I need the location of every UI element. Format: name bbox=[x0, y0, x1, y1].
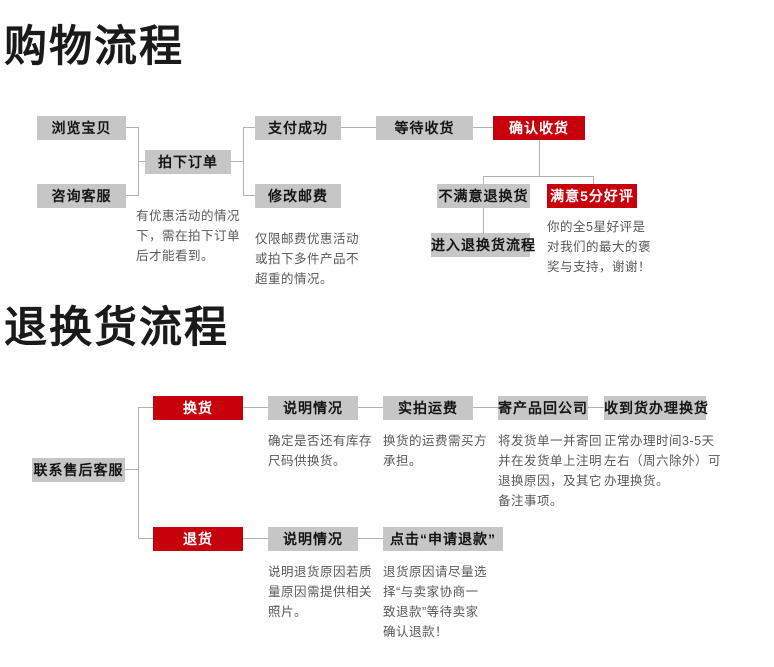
flow-node-enter-return: 进入退换货流程 bbox=[431, 233, 535, 257]
connector-line bbox=[138, 538, 153, 539]
flow-node-browse: 浏览宝贝 bbox=[37, 116, 126, 140]
note-order: 有优惠活动的情况 下，需在拍下订单 后才能看到。 bbox=[136, 209, 241, 263]
connector-line bbox=[125, 469, 138, 470]
note-postage: 仅限邮费优惠活动 或拍下多件产品不 超重的情况。 bbox=[255, 232, 360, 286]
connector-line bbox=[473, 407, 498, 408]
connector-line bbox=[126, 195, 138, 196]
flow-node-exchange-explain: 说明情况 bbox=[268, 396, 358, 420]
connector-line bbox=[243, 195, 255, 196]
note-apply-refund: 退货原因请尽量选 择“与卖家协商一 致退款”等待卖家 确认退款！ bbox=[383, 565, 488, 639]
connector-line bbox=[341, 127, 376, 128]
flow-node-modify-postage: 修改邮费 bbox=[255, 184, 341, 208]
connector-line bbox=[138, 407, 139, 539]
note-praise: 你的全5星好评是 对我们的最大的褒 奖与支持，谢谢！ bbox=[547, 220, 652, 274]
flow-node-satisfied: 满意5分好评 bbox=[547, 184, 637, 208]
flow-node-send-back: 寄产品回公司 bbox=[498, 396, 588, 420]
note-exchange-explain: 确定是否还有库存 尺码供换货。 bbox=[268, 434, 373, 468]
flow-node-exchange: 换货 bbox=[153, 396, 243, 420]
flow-node-contact-service: 联系售后客服 bbox=[32, 458, 125, 482]
note-process: 正常办理时间3-5天 左右（周六除外）可 办理换货。 bbox=[604, 434, 722, 488]
flow-node-pay: 支付成功 bbox=[255, 116, 341, 140]
section-title-shopping: 购物流程 bbox=[4, 23, 184, 71]
connector-line bbox=[483, 176, 593, 177]
connector-line bbox=[243, 127, 244, 196]
connector-line bbox=[138, 161, 145, 162]
flow-node-apply-refund: 点击“申请退款” bbox=[383, 527, 503, 551]
connector-line bbox=[483, 208, 484, 233]
connector-line bbox=[243, 127, 255, 128]
flow-node-wait-receive: 等待收货 bbox=[376, 116, 473, 140]
connector-line bbox=[483, 176, 484, 184]
flow-node-unsatisfied: 不满意退换货 bbox=[437, 184, 530, 208]
connector-line bbox=[358, 538, 383, 539]
connector-line bbox=[539, 140, 540, 177]
connector-line bbox=[593, 176, 594, 184]
connector-line bbox=[243, 407, 268, 408]
note-refund-explain: 说明退货原因若质 量原因需提供相关 照片。 bbox=[268, 565, 373, 619]
note-freight: 换货的运费需买方 承担。 bbox=[383, 434, 488, 468]
connector-line bbox=[358, 407, 383, 408]
connector-line bbox=[473, 127, 493, 128]
note-send-back: 将发货单一并寄回 并在发货单上注明 退换原因，及其它 备注事项。 bbox=[498, 434, 603, 508]
flow-node-freight: 实拍运费 bbox=[383, 396, 473, 420]
connector-line bbox=[126, 127, 138, 128]
flow-node-order: 拍下订单 bbox=[145, 150, 231, 174]
connector-line bbox=[588, 407, 604, 408]
flow-node-process-exchange: 收到货办理换货 bbox=[604, 396, 708, 420]
flow-node-consult: 咨询客服 bbox=[37, 184, 126, 208]
connector-line bbox=[231, 161, 243, 162]
flow-node-refund-explain: 说明情况 bbox=[268, 527, 358, 551]
flow-node-confirm-receive: 确认收货 bbox=[493, 116, 585, 140]
connector-line bbox=[138, 407, 153, 408]
connector-line bbox=[243, 538, 268, 539]
flow-node-refund: 退货 bbox=[153, 527, 243, 551]
section-title-returns: 退换货流程 bbox=[4, 304, 229, 352]
